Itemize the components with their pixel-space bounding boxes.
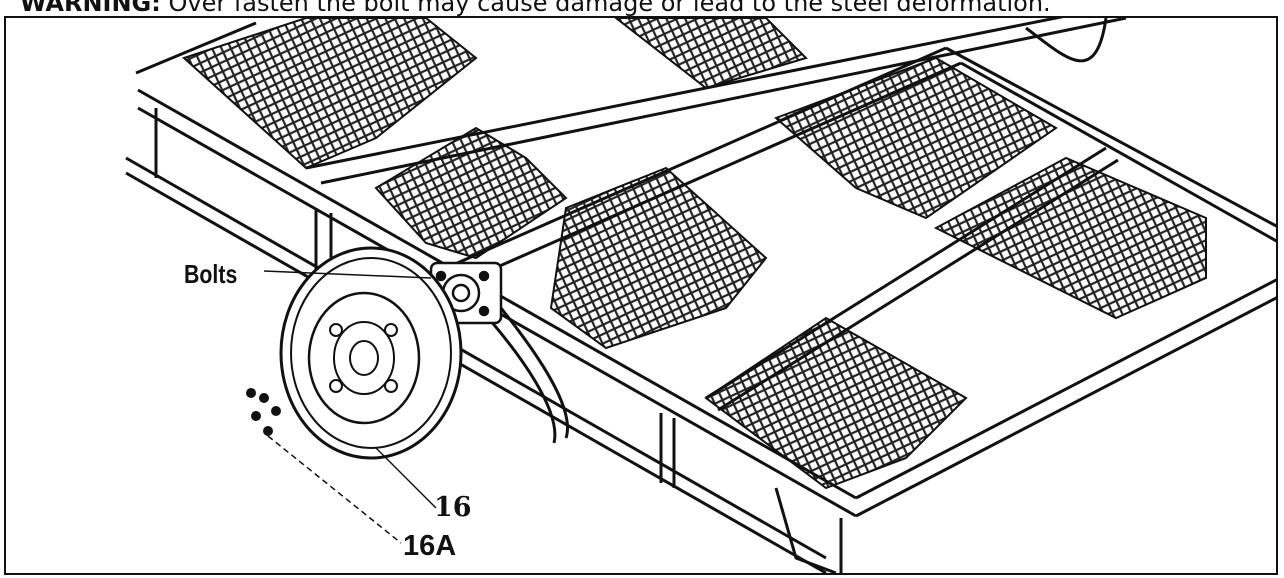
warning-text: WARNING: Over fasten the bolt may cause … <box>20 0 1270 18</box>
callout-part-16a: 16A <box>403 530 457 562</box>
warning-message: Over fasten the bolt may cause damage or… <box>160 0 1051 17</box>
callout-bolts: Bolts <box>184 259 238 289</box>
assembly-figure: Bolts 16 16A <box>4 16 1278 575</box>
wheel-16 <box>279 246 463 460</box>
leader-lines <box>263 270 437 544</box>
callout-part-16: 16 <box>434 492 472 523</box>
trailer-assembly-drawing <box>125 18 1276 573</box>
warning-keyword: WARNING: <box>20 0 161 17</box>
lug-nuts-16a <box>246 388 281 436</box>
